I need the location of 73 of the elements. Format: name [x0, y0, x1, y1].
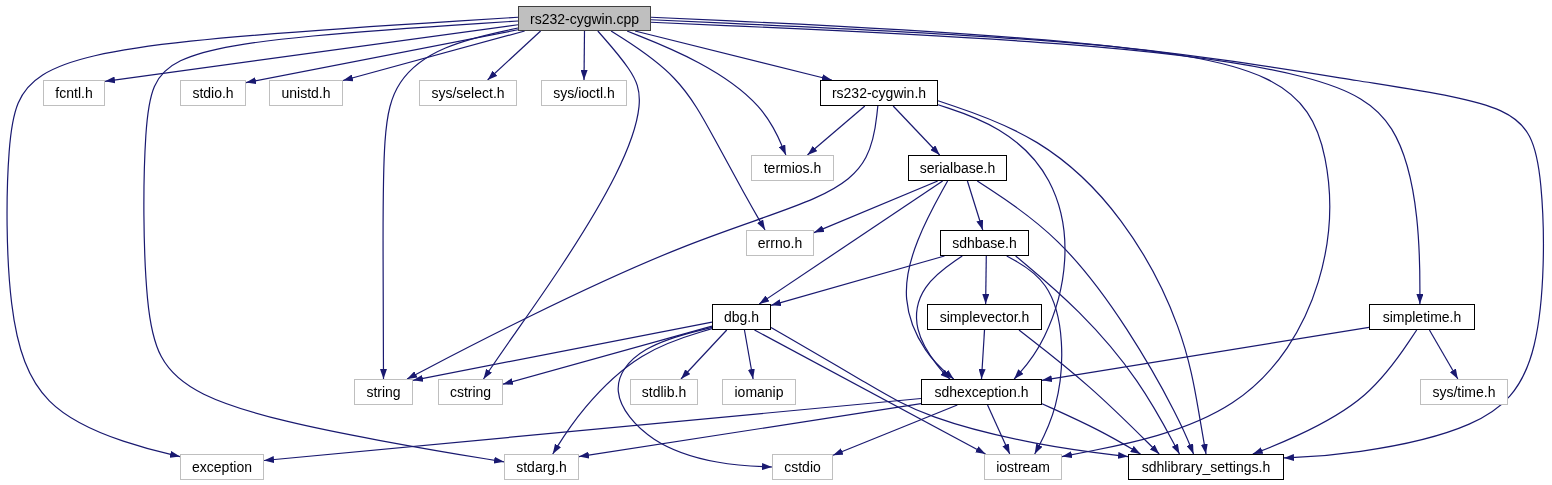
- header-file-node: dbg.h: [712, 304, 771, 330]
- include-arrow: [982, 255, 990, 305]
- include-arrow: [6, 16, 519, 458]
- include-arrow: [1252, 329, 1418, 455]
- include-arrow: [502, 325, 713, 385]
- include-arrow: [406, 105, 879, 380]
- include-arrow: [753, 329, 987, 455]
- include-arrow: [263, 397, 922, 464]
- header-file-node: simplevector.h: [927, 304, 1042, 330]
- include-arrow: [1006, 255, 1063, 455]
- include-arrow: [617, 326, 773, 471]
- header-file-node: iostream: [984, 454, 1062, 480]
- include-arrow: [650, 16, 1544, 461]
- header-file-node: cstring: [438, 379, 503, 405]
- include-arrow: [245, 29, 519, 85]
- include-arrow: [342, 30, 526, 82]
- header-file-node: simpletime.h: [1369, 304, 1475, 330]
- include-arrow: [1018, 329, 1160, 455]
- include-arrow: [680, 329, 728, 380]
- include-arrow: [104, 24, 519, 84]
- header-file-node: sdhbase.h: [940, 230, 1029, 256]
- header-file-node: sdhexception.h: [921, 379, 1042, 405]
- include-arrow: [1041, 326, 1370, 383]
- header-file-node: termios.h: [751, 155, 834, 181]
- header-file-node: serialbase.h: [908, 155, 1007, 181]
- include-arrow: [770, 255, 946, 306]
- include-arrow: [986, 404, 1011, 455]
- header-file-node: sys/time.h: [1420, 379, 1508, 405]
- include-arrow: [482, 30, 640, 380]
- include-arrow: [552, 328, 713, 455]
- header-file-node: fcntl.h: [43, 80, 105, 106]
- header-file-node: stdarg.h: [504, 454, 579, 480]
- include-arrow: [770, 326, 1129, 459]
- include-arrow: [916, 255, 963, 380]
- source-file-node: rs232-cygwin.cpp: [518, 6, 651, 31]
- include-arrow: [650, 21, 1424, 305]
- include-arrow: [758, 180, 944, 305]
- header-file-node: sys/select.h: [419, 80, 517, 106]
- include-arrow: [610, 30, 766, 231]
- include-arrow: [806, 105, 866, 156]
- header-file-node: stdio.h: [180, 80, 246, 106]
- include-arrow: [379, 27, 519, 380]
- include-arrow: [905, 180, 955, 380]
- include-arrow: [743, 329, 755, 380]
- header-file-node: sdhlibrary_settings.h: [1128, 454, 1284, 480]
- header-file-node: rs232-cygwin.h: [820, 80, 938, 106]
- header-file-node: cstdio: [772, 454, 833, 480]
- include-arrow: [487, 30, 542, 81]
- include-arrow: [578, 403, 922, 459]
- include-arrow: [937, 104, 1066, 380]
- header-file-node: stdlib.h: [630, 379, 698, 405]
- header-file-node: errno.h: [746, 230, 814, 256]
- include-arrow: [813, 180, 939, 234]
- header-file-node: unistd.h: [269, 80, 343, 106]
- include-arrow: [634, 30, 833, 81]
- header-file-node: exception: [180, 454, 264, 480]
- include-arrow: [832, 404, 958, 456]
- include-arrow: [976, 180, 1195, 455]
- include-arrow: [412, 321, 713, 382]
- include-arrow: [1428, 329, 1459, 380]
- include-arrow: [143, 20, 519, 464]
- include-arrow: [1041, 403, 1142, 455]
- include-arrow: [626, 30, 787, 156]
- include-arrow: [650, 19, 1331, 459]
- include-arrow: [937, 100, 1208, 455]
- include-arrow: [580, 30, 588, 81]
- include-arrow: [892, 105, 941, 156]
- header-file-node: string: [354, 379, 413, 405]
- header-file-node: iomanip: [722, 379, 796, 405]
- include-arrow: [1015, 255, 1181, 455]
- include-arrow: [978, 329, 986, 380]
- include-arrow: [966, 180, 984, 231]
- header-file-node: sys/ioctl.h: [541, 80, 627, 106]
